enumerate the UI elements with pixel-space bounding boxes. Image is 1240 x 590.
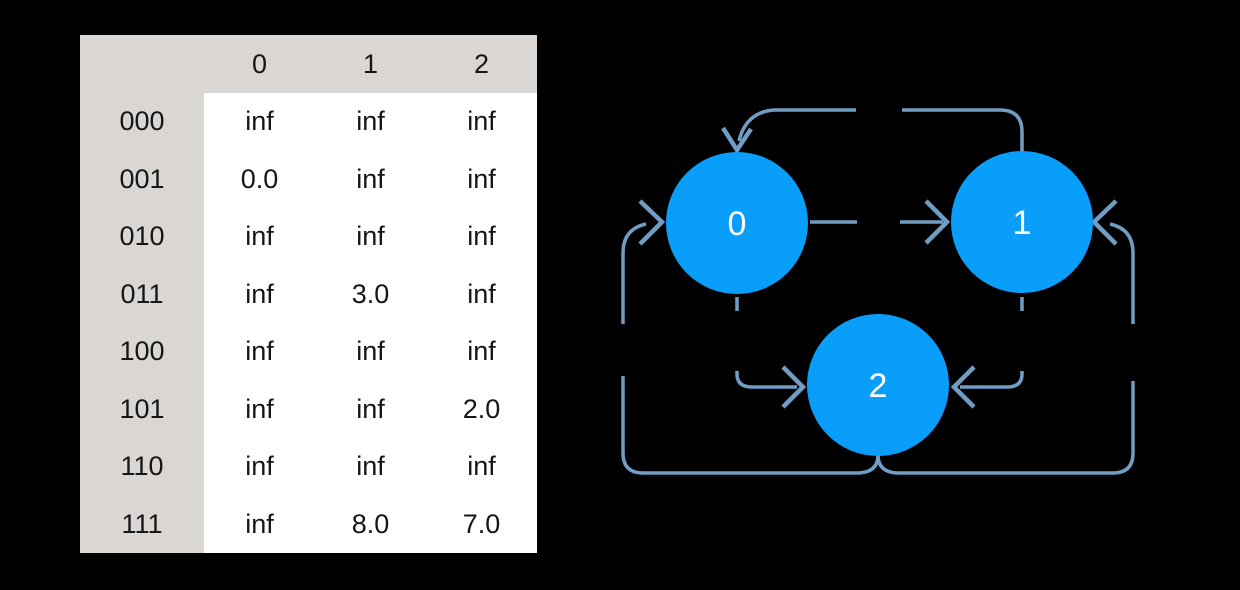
edge-2-to-0-segment: [621, 376, 880, 475]
matrix-cell: inf: [426, 265, 537, 323]
arrowhead-into-node-1-right: [1090, 199, 1118, 246]
matrix-cell: inf: [426, 150, 537, 208]
matrix-cell: inf: [426, 438, 537, 496]
edge-0-to-2-segment: [735, 371, 797, 389]
edge-0-to-1: [810, 199, 951, 245]
distance-matrix-table: 0 1 2 000 inf inf inf 001 0.0 inf inf 01…: [80, 35, 537, 553]
matrix-row-header: 110: [80, 438, 204, 496]
edge-2-to-1-segment: [876, 381, 1135, 475]
matrix-cell: inf: [204, 93, 315, 151]
matrix-cell: inf: [204, 208, 315, 266]
node-2-label: 2: [869, 367, 888, 405]
node-2-circle: [807, 314, 949, 456]
edge-2-to-0-segment: [621, 222, 647, 324]
matrix-col-header: 2: [426, 35, 537, 93]
matrix-cell: inf: [204, 438, 315, 496]
matrix-cell: inf: [204, 323, 315, 381]
edge-1-to-0-segment: [902, 108, 1024, 152]
graph-node-1: 1: [951, 151, 1093, 293]
node-1-circle: [951, 151, 1093, 293]
matrix-cell: 0.0: [204, 150, 315, 208]
edge-2-to-1: [876, 199, 1135, 475]
matrix-col-header: 1: [315, 35, 426, 93]
graph-node-0: 0: [666, 152, 808, 294]
matrix-cell: inf: [204, 265, 315, 323]
matrix-row-header: 111: [80, 495, 204, 553]
matrix-cell: inf: [315, 323, 426, 381]
node-0-label: 0: [728, 205, 747, 243]
matrix-row-header: 101: [80, 380, 204, 438]
matrix-cell: inf: [204, 380, 315, 438]
arrowhead-into-node-0-left: [638, 199, 666, 246]
matrix-row-header: 010: [80, 208, 204, 266]
matrix-row-header: 000: [80, 93, 204, 151]
edge-1-to-2-segment: [960, 371, 1024, 389]
matrix-corner-cell: [80, 35, 204, 93]
matrix-cell: 2.0: [426, 380, 537, 438]
edge-2-to-0: [621, 199, 880, 475]
matrix-cell: 3.0: [315, 265, 426, 323]
matrix-col-header: 0: [204, 35, 315, 93]
matrix-cell: inf: [315, 150, 426, 208]
edge-1-to-0-segment: [737, 108, 856, 142]
arrowhead-into-node-2-left: [781, 365, 807, 409]
matrix-cell: inf: [315, 438, 426, 496]
arrowhead-into-node-1-left: [924, 199, 951, 245]
arrowhead-into-node-2-right: [950, 365, 976, 409]
matrix-cell: inf: [315, 380, 426, 438]
matrix-row-header: 011: [80, 265, 204, 323]
edge-1-to-0: [721, 108, 1024, 155]
node-1-label: 1: [1013, 204, 1032, 242]
node-0-circle: [666, 152, 808, 294]
matrix-cell: inf: [426, 93, 537, 151]
graph-node-2: 2: [807, 314, 949, 456]
matrix-cell: 8.0: [315, 495, 426, 553]
matrix-cell: inf: [204, 495, 315, 553]
arrowhead-into-node-0-top: [721, 126, 753, 155]
matrix-cell: 7.0: [426, 495, 537, 553]
edge-2-to-1-segment: [1109, 222, 1135, 324]
matrix-row-header: 001: [80, 150, 204, 208]
matrix-cell: inf: [426, 208, 537, 266]
matrix-row-header: 100: [80, 323, 204, 381]
edge-1-to-2: [950, 297, 1024, 409]
matrix-cell: inf: [315, 208, 426, 266]
edge-0-to-2: [735, 297, 807, 409]
matrix-cell: inf: [426, 323, 537, 381]
matrix-cell: inf: [315, 93, 426, 151]
